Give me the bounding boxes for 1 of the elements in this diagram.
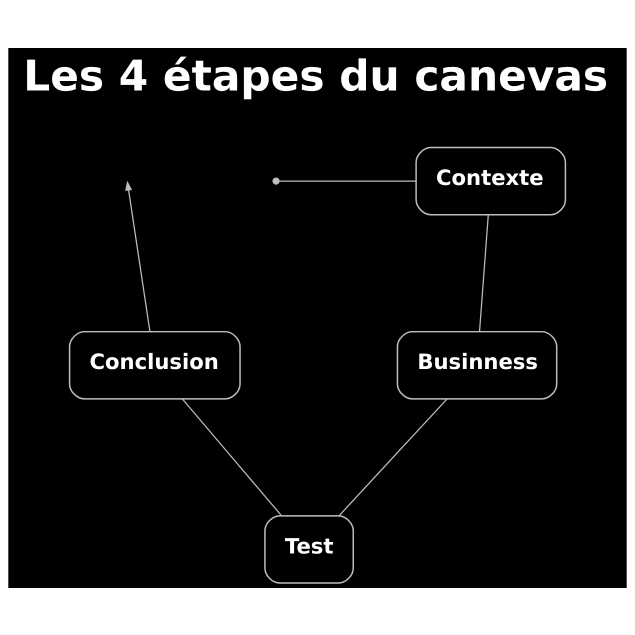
diagram-title: Les 4 étapes du canevas: [23, 51, 608, 100]
